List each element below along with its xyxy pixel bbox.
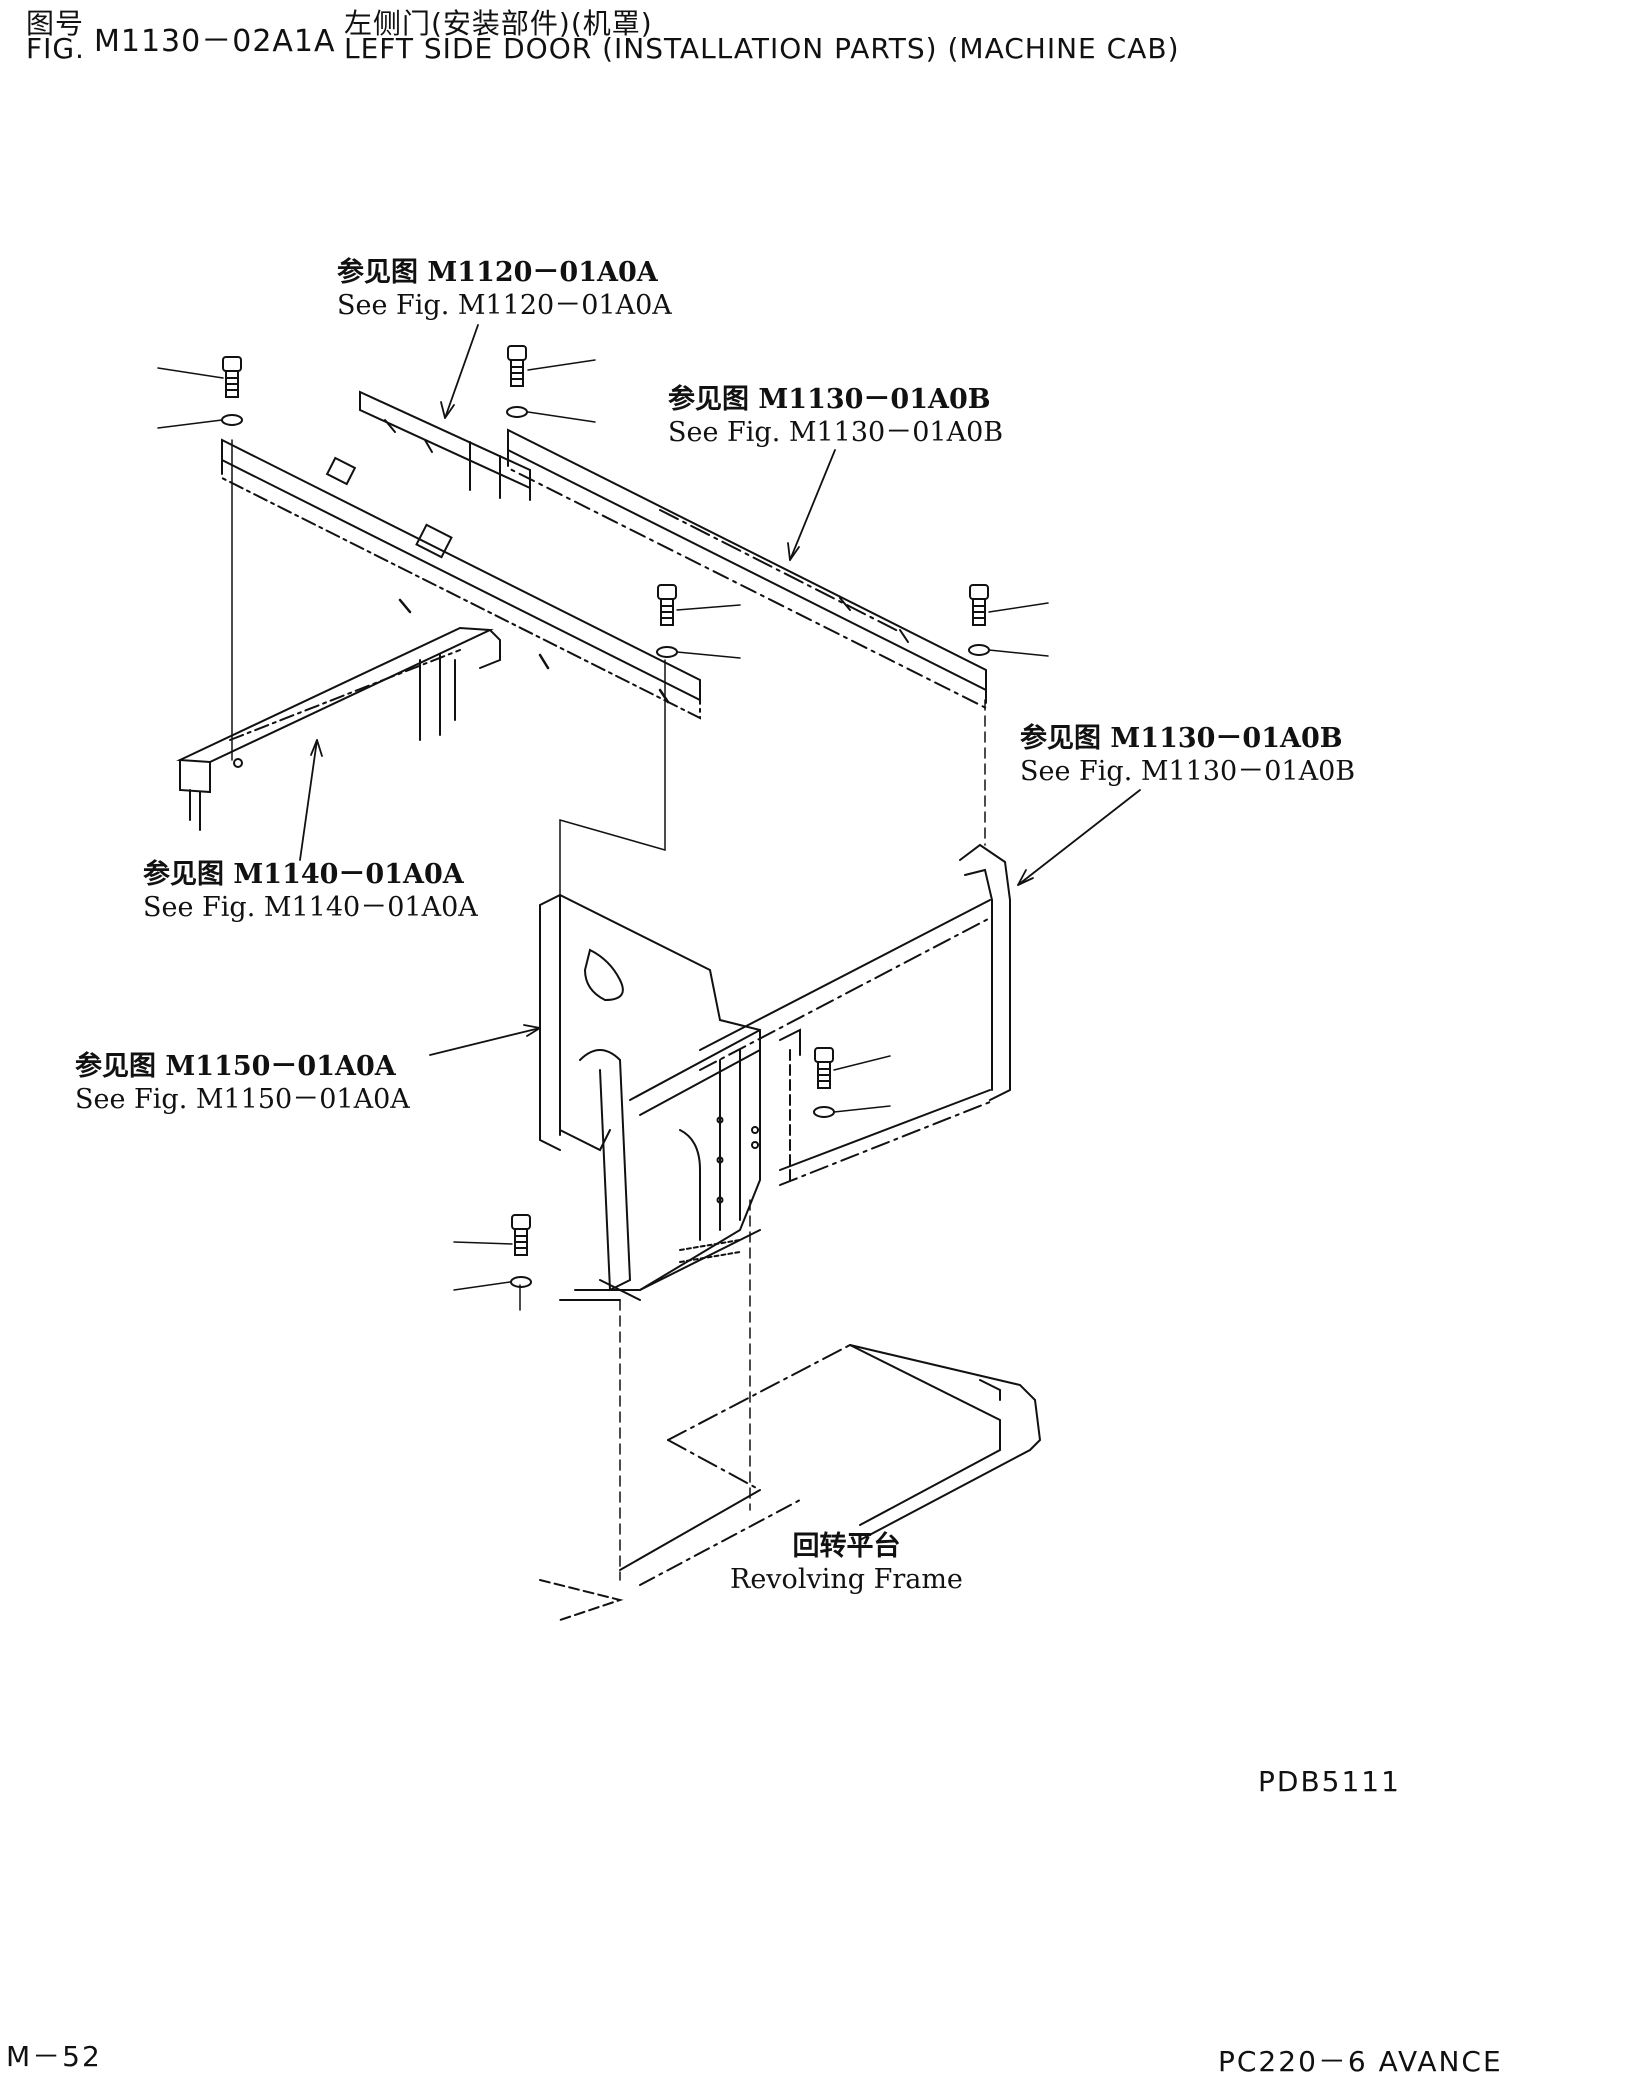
callout-leaders: [300, 325, 1140, 1055]
callout-m1150: 参见图 M1150－01A0A See Fig. M1150－01A0A: [75, 1050, 410, 1116]
top-small-bracket: [360, 392, 530, 500]
revolving-frame-shape: [540, 1345, 1040, 1620]
bolt-4: [969, 585, 989, 655]
callout-m1130-top-en: See Fig. M1130－01A0B: [668, 417, 1004, 448]
title-en: LEFT SIDE DOOR (INSTALLATION PARTS) (MAC…: [344, 32, 1180, 65]
bolt-6: [511, 1215, 531, 1287]
callout-m1130-right-en: See Fig. M1130－01A0B: [1020, 756, 1356, 787]
bolt-3: [657, 585, 677, 657]
callout-m1150-en: See Fig. M1150－01A0A: [75, 1084, 410, 1115]
part-leader-lines: [158, 360, 1048, 1290]
fig-label-cn: 图号: [26, 7, 85, 40]
callout-m1120-cn: 参见图 M1120－01A0A: [337, 257, 658, 288]
title-cn: 左侧门(安装部件)(机罩): [344, 7, 653, 40]
top-right-beam: [508, 430, 986, 708]
fig-number: M1130－02A1A: [94, 24, 336, 59]
callout-m1140-cn: 参见图 M1140－01A0A: [143, 859, 464, 890]
assembly-lines: [232, 440, 985, 1580]
middle-left-beam: [180, 628, 500, 830]
drawing-code: PDB5111: [1258, 1765, 1401, 1798]
callout-m1130-right: 参见图 M1130－01A0B See Fig. M1130－01A0B: [1020, 722, 1355, 788]
bolts: [222, 346, 989, 1287]
main-door-frame: [540, 895, 760, 1300]
model-name: PC220－6 AVANCE: [1218, 2045, 1503, 2078]
bolt-5: [814, 1048, 834, 1117]
callout-m1130-top-cn: 参见图 M1130－01A0B: [668, 384, 991, 415]
callout-revolving-frame: 回转平台 Revolving Frame: [730, 1530, 963, 1596]
figure-header: 图号 FIG. M1130－02A1A 左侧门(安装部件)(机罩) LEFT S…: [26, 2, 1326, 72]
bolt-2: [507, 346, 527, 417]
callout-m1150-cn: 参见图 M1150－01A0A: [75, 1051, 396, 1082]
revolving-frame-en: Revolving Frame: [730, 1564, 963, 1595]
page-number: M－52: [6, 2040, 102, 2073]
callout-m1120-en: See Fig. M1120－01A0A: [337, 290, 672, 321]
bolt-1: [222, 357, 242, 425]
callout-m1120: 参见图 M1120－01A0A See Fig. M1120－01A0A: [337, 256, 672, 322]
right-frame: [700, 845, 1010, 1185]
callout-m1130-top: 参见图 M1130－01A0B See Fig. M1130－01A0B: [668, 383, 1003, 449]
callout-m1140-en: See Fig. M1140－01A0A: [143, 892, 478, 923]
callout-m1130-right-cn: 参见图 M1130－01A0B: [1020, 723, 1343, 754]
top-left-beam: [222, 440, 700, 718]
revolving-frame-cn: 回转平台: [792, 1531, 901, 1562]
fig-label-en: FIG.: [26, 32, 85, 65]
callout-m1140: 参见图 M1140－01A0A See Fig. M1140－01A0A: [143, 858, 478, 924]
